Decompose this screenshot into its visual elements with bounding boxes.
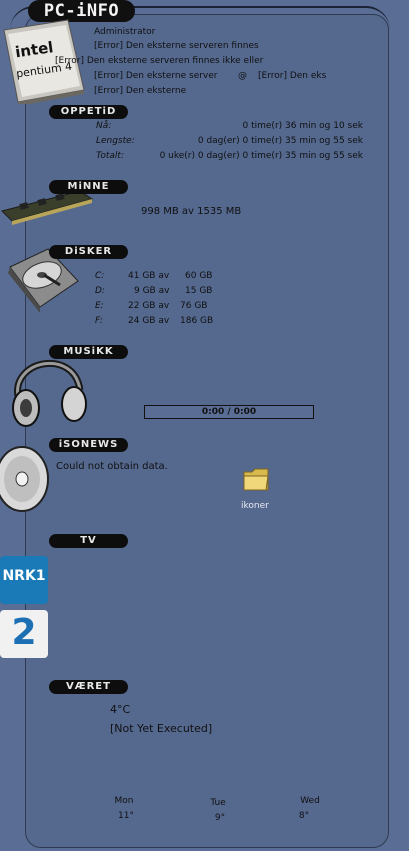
uptime-total-value: 0 uke(r) 0 dag(er) 0 time(r) 35 min og 5…	[159, 151, 363, 161]
weather-section-title: VÆRET	[49, 680, 128, 694]
music-progress-bar[interactable]: 0:00 / 0:00	[144, 405, 314, 419]
outer-frame	[10, 6, 390, 30]
main-panel	[25, 14, 389, 848]
forecast-tue-temp: 9°	[214, 813, 226, 823]
disk-f-total: 186 GB	[180, 316, 214, 326]
nrk1-channel-logo[interactable]: NRK1	[0, 556, 48, 604]
forecast-mon-day: Mon	[114, 796, 134, 806]
forecast-tue-day: Tue	[210, 798, 226, 808]
memory-usage: 998 MB av 1535 MB	[141, 206, 242, 217]
uptime-now-value: 0 time(r) 36 min og 10 sek	[242, 121, 363, 131]
ip-line-1: [Error] Den eksterne serveren finnes	[94, 41, 259, 51]
user-name: Administrator	[94, 27, 156, 37]
app-title: PC-iNFO	[28, 0, 135, 22]
disk-e-total: 76 GB	[180, 301, 208, 311]
uptime-total-label: Totalt:	[96, 151, 124, 161]
disks-section-title: DiSKER	[49, 245, 128, 259]
disk-c-label: C:	[95, 271, 105, 281]
tv2-channel-logo[interactable]: 2	[0, 610, 48, 658]
music-section-title: MUSiKK	[49, 345, 128, 359]
cd-disc-icon	[0, 446, 49, 512]
disk-f-used: 24 GB av	[128, 316, 170, 326]
ip-line-5: [Error] Den eksterne	[94, 86, 187, 96]
tv-section-title: TV	[49, 534, 128, 548]
news-section-title: iSONEWS	[49, 438, 128, 452]
disk-c-used: 41 GB av	[128, 271, 170, 281]
ip-line-4: [Error] Den eks	[258, 71, 327, 81]
uptime-longest-label: Lengste:	[96, 136, 135, 146]
forecast-wed-temp: 8°	[298, 811, 310, 821]
news-message: Could not obtain data.	[56, 461, 168, 472]
svg-text:intel: intel	[14, 38, 54, 61]
disk-c-total: 60 GB	[185, 271, 213, 281]
uptime-section-title: OPPETiD	[49, 105, 128, 119]
cpu-chip-icon: intel pentium 4	[3, 19, 85, 104]
headphones-icon	[12, 359, 87, 427]
weather-temperature: 4°C	[110, 703, 131, 716]
hard-disk-icon	[8, 248, 79, 313]
disk-f-label: F:	[95, 316, 103, 326]
ip-line-3: [Error] Den eksterne server	[94, 71, 218, 81]
disk-d-used: 9 GB av	[134, 286, 170, 296]
forecast-mon-temp: 11°	[118, 811, 134, 821]
disk-e-used: 22 GB av	[128, 301, 170, 311]
memory-section-title: MiNNE	[49, 180, 128, 194]
ip-line-2: [Error] Den eksterne serveren finnes ikk…	[55, 56, 264, 66]
nrk1-label: NRK1	[2, 568, 46, 584]
disk-e-label: E:	[95, 301, 104, 311]
folder-icon[interactable]	[242, 466, 270, 492]
folder-label[interactable]: ikoner	[241, 501, 269, 511]
memory-module-icon	[1, 190, 94, 225]
uptime-now-label: Nå:	[96, 121, 112, 131]
at-symbol: @	[238, 71, 247, 81]
uptime-longest-value: 0 dag(er) 0 time(r) 35 min og 55 sek	[197, 136, 363, 146]
disk-d-label: D:	[95, 286, 105, 296]
disk-d-total: 15 GB	[185, 286, 213, 296]
weather-status: [Not Yet Executed]	[110, 722, 213, 735]
forecast-wed-day: Wed	[300, 796, 320, 806]
tv2-label: 2	[11, 612, 37, 653]
